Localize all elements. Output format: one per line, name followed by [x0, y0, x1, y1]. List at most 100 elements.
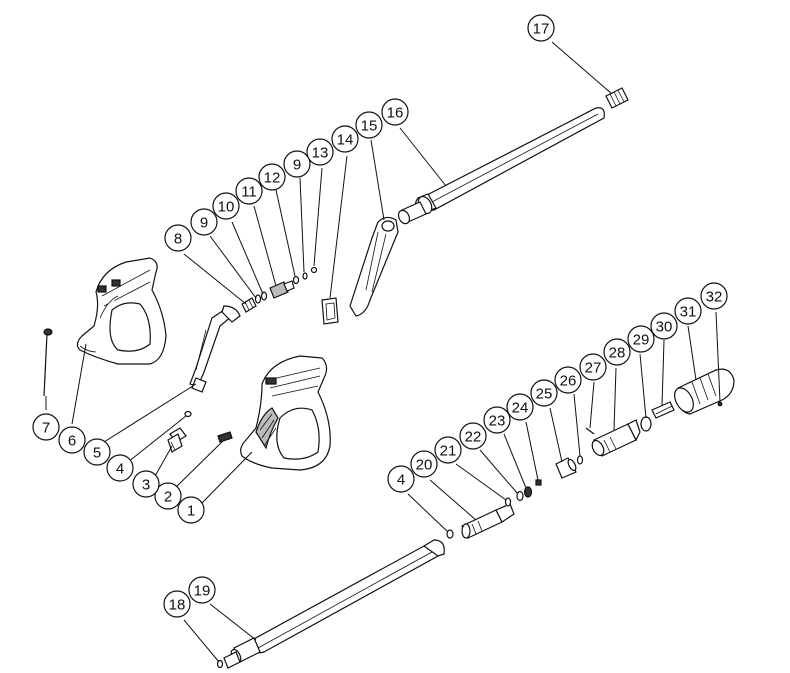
callout-22-circle: [459, 422, 487, 450]
callout-3: 3: [132, 470, 160, 498]
leader-31: [687, 325, 697, 381]
part-9-oring-upper: [302, 272, 308, 280]
leader-1: [198, 451, 253, 507]
callout-7-circle: [32, 413, 60, 441]
callout-6-circle: [58, 426, 86, 454]
part-11-valve-seat: [269, 280, 295, 299]
callout-19-circle: [188, 576, 216, 604]
callout-21: 21: [434, 436, 462, 464]
callout-2-number: 2: [164, 489, 172, 506]
leader-4b: [407, 493, 449, 533]
callout-14-circle: [331, 125, 359, 153]
callout-4b-circle: [387, 465, 415, 493]
callout-7-number: 7: [42, 420, 50, 437]
callout-20: 20: [410, 450, 438, 478]
part-21-oring: [504, 497, 512, 507]
callout-25-number: 25: [536, 386, 553, 403]
callout-4a-number: 4: [116, 461, 124, 478]
callout-29-number: 29: [633, 332, 650, 349]
callout-9a-number: 9: [200, 215, 208, 232]
leader-5: [103, 383, 197, 443]
leader-18: [183, 619, 220, 663]
leader-6: [71, 343, 87, 425]
callout-10-number: 10: [218, 199, 235, 216]
callout-19: 19: [188, 576, 216, 604]
callout-9a: 9: [190, 208, 218, 236]
callout-24-circle: [506, 393, 534, 421]
callout-17-circle: [527, 14, 555, 42]
part-19-lower-lance: [223, 539, 445, 669]
callout-20-number: 20: [416, 457, 433, 474]
callout-25: 25: [530, 379, 558, 407]
part-1-handle-housing-front: [240, 355, 331, 471]
callout-18-number: 18: [169, 597, 186, 614]
callout-8-number: 8: [174, 231, 182, 248]
callout-9b-number: 9: [293, 157, 301, 174]
part-23-backup-ring: [523, 486, 533, 498]
callout-17: 17: [527, 14, 555, 42]
leader-15: [370, 139, 385, 221]
callout-9b-circle: [283, 150, 311, 178]
callout-26: 26: [554, 366, 582, 394]
part-6-handle-housing-rear: [76, 257, 167, 365]
callout-16-number: 16: [387, 105, 404, 122]
callout-11: 11: [235, 177, 263, 205]
callout-10-circle: [212, 192, 240, 220]
callout-23-circle: [483, 406, 511, 434]
callout-18: 18: [163, 590, 191, 618]
callout-8-circle: [164, 224, 192, 252]
part-24-small-pin: [535, 479, 542, 486]
leader-29: [639, 353, 647, 419]
callout-16-circle: [381, 98, 409, 126]
part-5-inlet-tube: [189, 305, 241, 393]
leader-lines: [45, 41, 721, 663]
callout-23: 23: [483, 406, 511, 434]
callout-4a: 4: [106, 454, 134, 482]
callout-11-circle: [235, 177, 263, 205]
callout-26-circle: [554, 366, 582, 394]
part-4-oring-left: [184, 410, 192, 418]
part-8-spring: [241, 297, 257, 313]
callout-1-number: 1: [187, 503, 195, 520]
part-16-upper-lance: [397, 107, 605, 225]
leader-21: [455, 463, 507, 501]
callout-balloons: 1234456789910111213141516171819202122232…: [32, 14, 728, 618]
callout-26-number: 26: [560, 373, 577, 390]
callout-22-number: 22: [465, 429, 482, 446]
callout-6: 6: [58, 426, 86, 454]
callout-20-circle: [410, 450, 438, 478]
leader-20: [429, 479, 477, 521]
callout-31: 31: [674, 297, 702, 325]
callout-12-number: 12: [264, 170, 281, 187]
part-26-oring: [576, 455, 584, 465]
callout-17-number: 17: [533, 21, 550, 38]
callout-31-circle: [674, 297, 702, 325]
leader-16: [399, 127, 447, 187]
callout-21-circle: [434, 436, 462, 464]
part-9-oring-lower: [254, 294, 262, 304]
callout-2: 2: [154, 482, 182, 510]
part-29-oring: [640, 416, 652, 432]
leader-9b: [299, 177, 305, 273]
callout-14: 14: [331, 125, 359, 153]
callout-15-number: 15: [361, 118, 378, 135]
callout-29-circle: [627, 325, 655, 353]
leader-4a: [127, 415, 187, 463]
callout-18-circle: [163, 590, 191, 618]
leader-2: [172, 439, 225, 491]
leader-28: [613, 367, 617, 431]
leader-26: [573, 393, 581, 457]
callout-4b-number: 4: [397, 472, 405, 489]
callout-28-circle: [603, 338, 631, 366]
callout-25-circle: [530, 379, 558, 407]
callout-32-circle: [700, 282, 728, 310]
callout-9b: 9: [283, 150, 311, 178]
callout-11-number: 11: [241, 184, 257, 201]
callout-4a-circle: [106, 454, 134, 482]
leader-27: [589, 381, 595, 429]
callout-7: 7: [32, 413, 60, 441]
leader-11: [253, 205, 277, 287]
part-7-screw: [43, 328, 53, 397]
callout-13: 13: [306, 138, 334, 166]
